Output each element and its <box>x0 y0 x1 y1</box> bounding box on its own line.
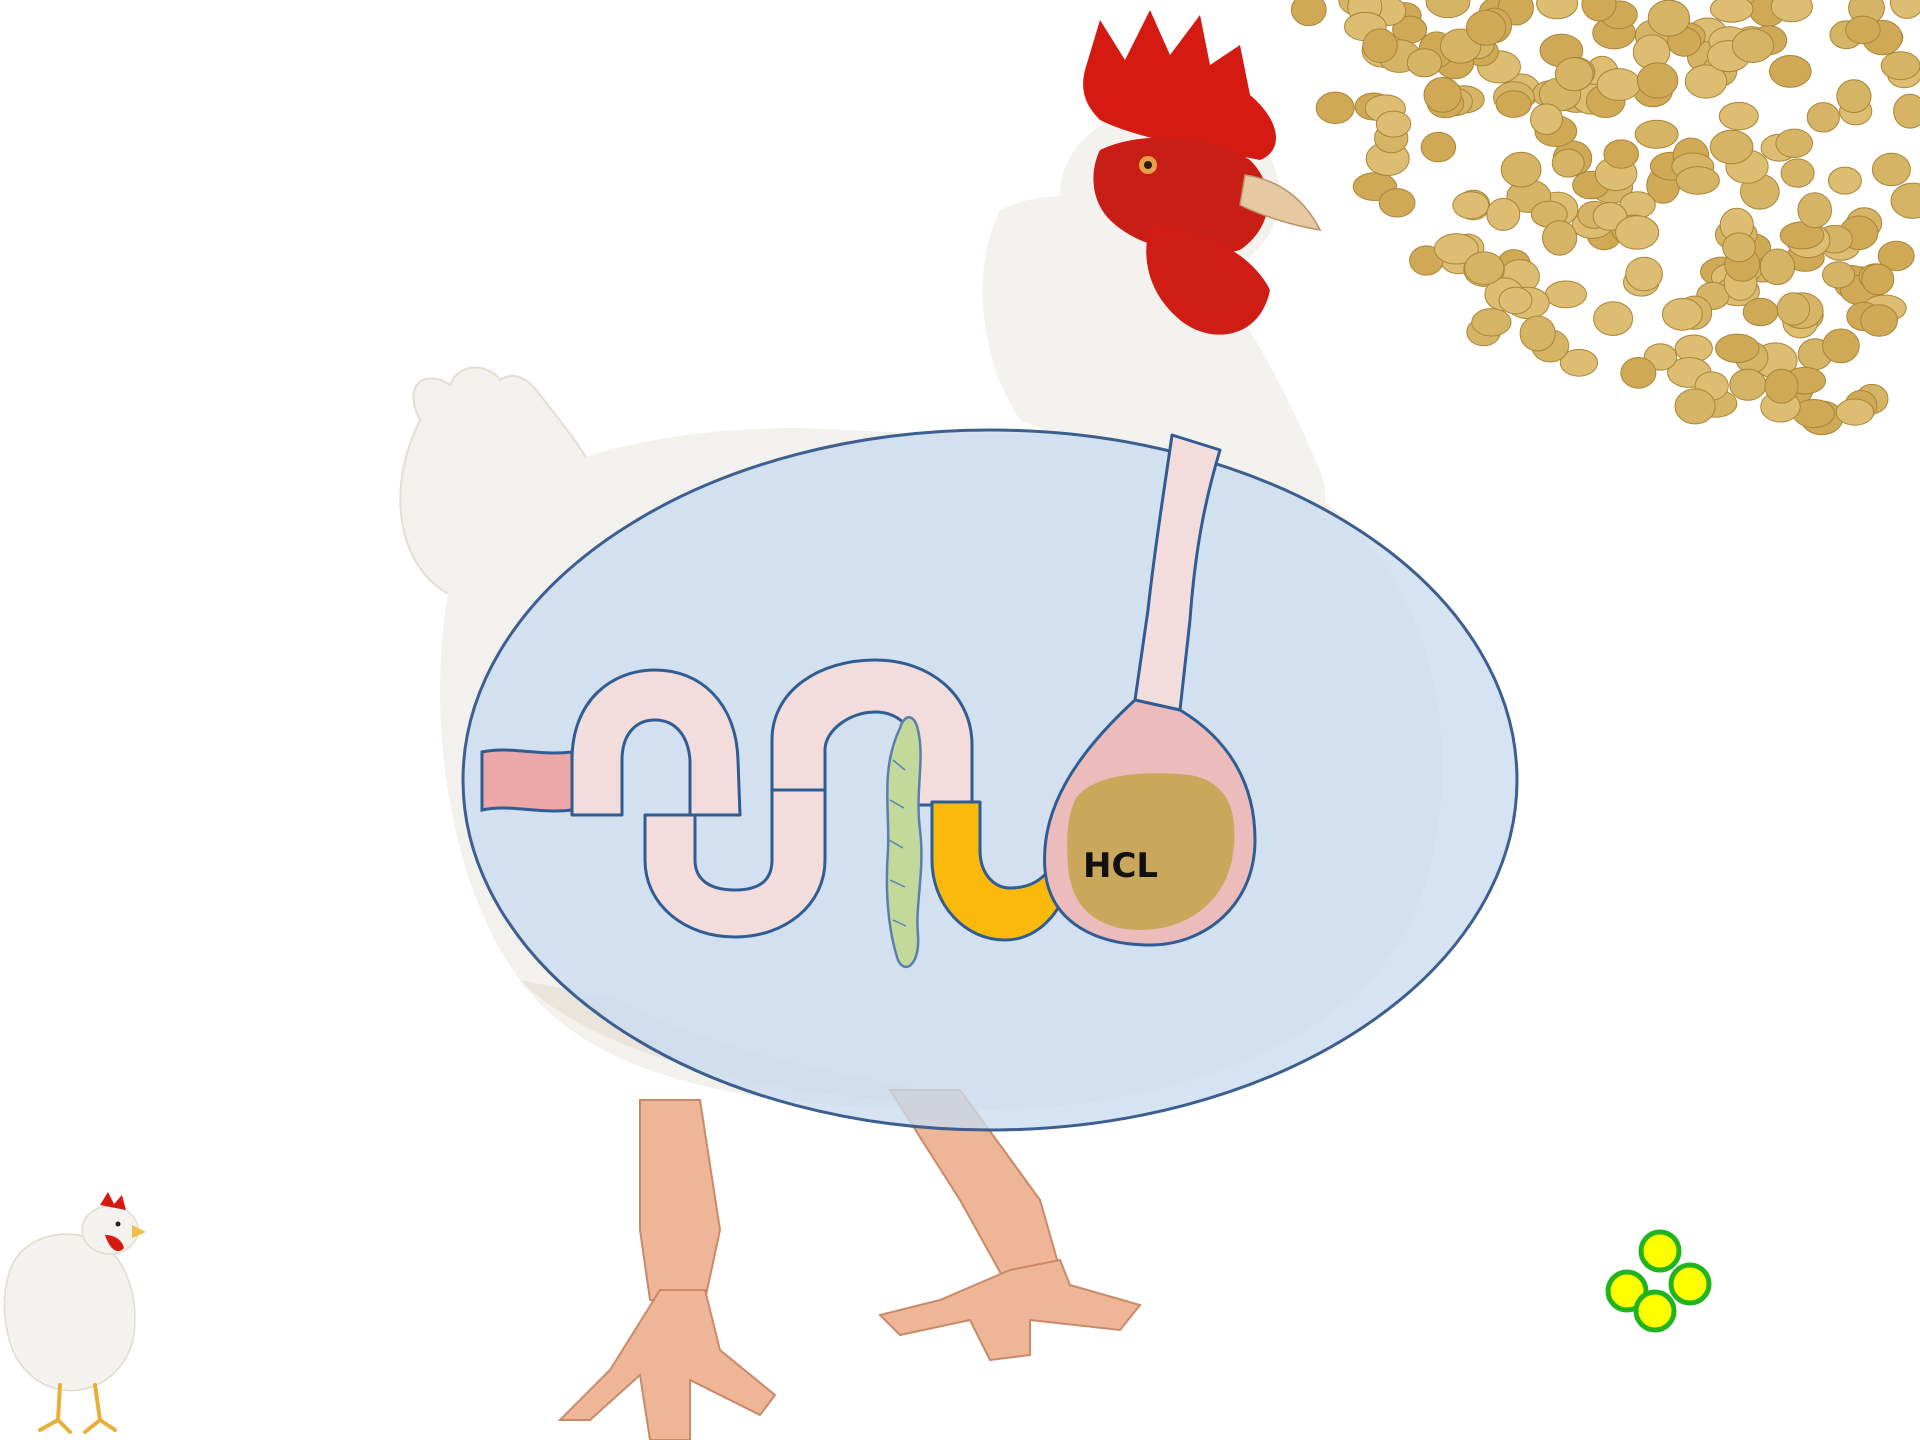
soybean <box>1890 0 1920 18</box>
enzyme-granules-icon <box>1608 1232 1709 1330</box>
soybean <box>1465 252 1504 285</box>
soybean <box>1545 281 1586 308</box>
soybean <box>1776 129 1813 157</box>
soybean <box>1710 130 1753 163</box>
soybean <box>1891 183 1920 218</box>
soybean <box>1621 358 1656 389</box>
soybean <box>1770 56 1812 88</box>
soybean <box>1472 309 1511 336</box>
soybean <box>1829 167 1862 194</box>
soybean <box>1496 91 1531 118</box>
soybean <box>1861 305 1898 336</box>
soybean <box>1881 52 1920 80</box>
soybean <box>1594 302 1633 336</box>
soybean <box>1407 49 1441 77</box>
soybean <box>1846 16 1881 44</box>
soybean <box>1501 152 1541 187</box>
soybean <box>1836 399 1874 425</box>
soybean <box>1537 0 1578 19</box>
soybean <box>1781 159 1814 187</box>
soybean <box>1710 0 1753 22</box>
soybean <box>1363 29 1397 63</box>
soybean <box>1487 198 1520 230</box>
soybean <box>1716 334 1760 362</box>
soybean <box>1765 369 1798 403</box>
soybean-pile-icon <box>1291 0 1920 435</box>
stomach-acid-label: HCL <box>1083 846 1158 886</box>
soybean <box>1743 298 1778 325</box>
soybean <box>1531 104 1563 135</box>
soybean <box>1823 262 1855 288</box>
soybean <box>1760 249 1794 285</box>
soybean <box>1376 111 1410 137</box>
soybean <box>1466 10 1505 45</box>
soybean <box>1648 0 1689 36</box>
cloaca-segment <box>482 750 572 811</box>
soybean <box>1723 233 1756 262</box>
soybean <box>1421 132 1455 161</box>
soybean <box>1316 92 1354 123</box>
soybean <box>1732 29 1773 63</box>
soybean <box>1837 80 1871 113</box>
soybean <box>1379 189 1415 217</box>
soybean <box>1424 78 1461 113</box>
soybean <box>1862 264 1894 295</box>
soybean <box>1626 257 1663 291</box>
soybean <box>1604 140 1639 168</box>
soybean <box>1555 58 1593 91</box>
soybean <box>1637 63 1678 98</box>
soybean <box>1543 221 1577 255</box>
soybean <box>1777 293 1809 325</box>
soybean <box>1894 94 1920 128</box>
digestive-system-diagram: HCL <box>463 430 1517 1130</box>
soybean <box>1426 0 1470 18</box>
soybean <box>1798 193 1832 228</box>
soybean <box>1499 287 1532 314</box>
soybean <box>1662 298 1702 330</box>
soybean <box>1552 149 1584 177</box>
soybean <box>1635 120 1678 148</box>
soybean <box>1676 167 1719 195</box>
soybean <box>1675 389 1715 424</box>
soybean <box>1453 192 1489 219</box>
soybean <box>1520 316 1555 351</box>
soybean <box>1872 153 1910 185</box>
soybean <box>1291 0 1326 26</box>
soybean <box>1597 69 1640 101</box>
soybean <box>1719 102 1758 129</box>
soybean <box>1616 216 1659 249</box>
chick-icon <box>4 1192 146 1432</box>
soybean <box>1807 103 1839 132</box>
soybean <box>1823 329 1860 363</box>
soybean <box>1730 369 1766 400</box>
